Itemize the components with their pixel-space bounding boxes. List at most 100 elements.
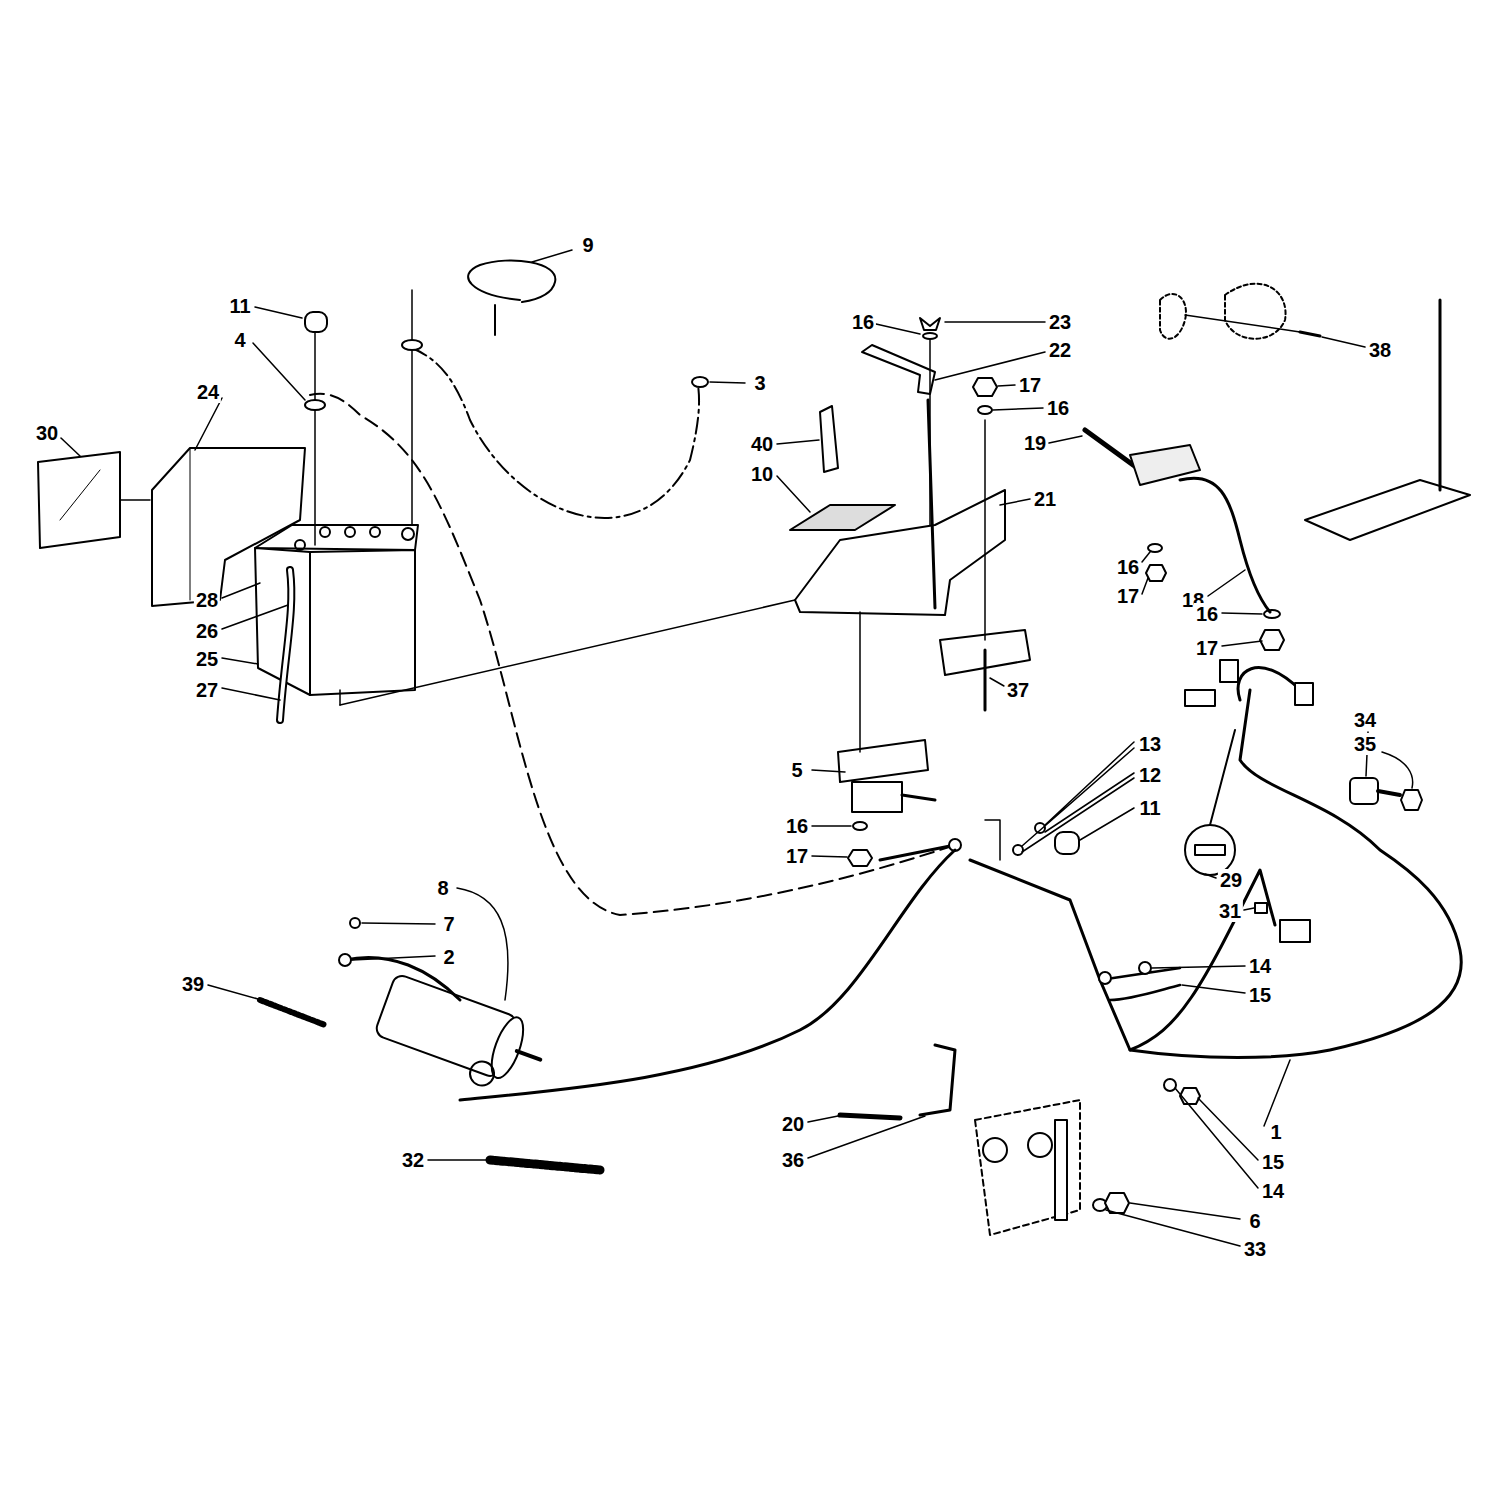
nut: [1260, 630, 1284, 650]
callout-number: 7: [441, 913, 456, 935]
detail-line: [1210, 730, 1235, 825]
callout-number: 26: [194, 620, 220, 642]
ground-cable: [412, 348, 699, 518]
callout-number: 2: [441, 946, 456, 968]
callout-number: 3: [752, 372, 767, 394]
assembly-line: [340, 600, 795, 705]
washer: [1164, 1079, 1176, 1091]
nut: [973, 378, 997, 396]
wire-bracket: [920, 1045, 955, 1115]
harness-lead: [1238, 668, 1300, 700]
vent-tube-core: [280, 570, 291, 720]
sleeve: [260, 1000, 325, 1025]
callout-number: 11: [1137, 797, 1162, 819]
cable-eye: [339, 954, 351, 966]
stud: [902, 795, 935, 800]
nut: [1401, 790, 1422, 810]
callout-number: 21: [1032, 488, 1058, 510]
callout-number: 15: [1260, 1151, 1286, 1173]
washer: [978, 406, 992, 414]
callout-number: 8: [435, 877, 450, 899]
callout-number: 16: [1045, 397, 1071, 419]
glare: [60, 470, 100, 520]
assembly-line: [411, 290, 413, 525]
assembly-line: [984, 420, 986, 640]
callout-number: 9: [580, 234, 595, 256]
assembly-line: [314, 320, 316, 545]
callout-number: 14: [1260, 1180, 1286, 1202]
callout-number: 40: [749, 433, 775, 455]
callout-number: 13: [1137, 733, 1163, 755]
ring-terminal: [1099, 972, 1111, 984]
cell-cap: [345, 527, 355, 537]
callout-number: 17: [1115, 585, 1141, 607]
detail-circle: [1185, 825, 1235, 875]
callout-number: 17: [1194, 637, 1220, 659]
callout-number: 10: [749, 463, 775, 485]
clamp-screw: [494, 305, 496, 335]
screw-axis: [1185, 315, 1300, 332]
cell-cap: [370, 527, 380, 537]
callout-number: 19: [1022, 432, 1048, 454]
callout-number: 30: [34, 422, 60, 444]
clamp: [468, 260, 555, 302]
starter-cable: [460, 850, 955, 1100]
detail-connector: [1195, 845, 1225, 855]
cover-fold: [190, 448, 191, 600]
bolt: [1085, 430, 1140, 470]
panel-outline: [1225, 284, 1286, 339]
callout-number: 33: [1242, 1238, 1268, 1260]
washer: [1148, 544, 1162, 552]
wiring-harness: [970, 690, 1461, 1058]
callout-number: 37: [1005, 679, 1031, 701]
solenoid: [852, 782, 902, 812]
callout-number: 4: [232, 329, 247, 351]
callout-number: 5: [789, 759, 804, 781]
bolt: [984, 650, 987, 710]
callout-number: 32: [400, 1149, 426, 1171]
assembly-line: [859, 612, 861, 752]
cell-cap: [320, 527, 330, 537]
cable: [880, 845, 955, 860]
terminal: [402, 528, 414, 540]
callout-number: 1: [1268, 1121, 1283, 1143]
callout-number: 17: [784, 845, 810, 867]
callout-number: 16: [784, 815, 810, 837]
washer: [1264, 610, 1280, 618]
leader: [120, 499, 150, 501]
post: [1439, 300, 1442, 490]
nut: [350, 918, 360, 928]
callout-number: 24: [195, 381, 221, 403]
switch-stem: [1378, 791, 1400, 795]
callout-number: 35: [1352, 733, 1378, 755]
terminal: [1255, 903, 1267, 913]
terminal: [295, 540, 305, 550]
callout-number: 11: [227, 295, 252, 317]
plate: [38, 452, 120, 548]
pad: [790, 505, 895, 530]
nut: [1146, 565, 1166, 581]
panel-hole: [983, 1138, 1007, 1162]
hold-down-bar: [862, 345, 935, 394]
harness-lead: [1110, 985, 1180, 1000]
vent-tube: [280, 570, 291, 720]
callout-number: 12: [1137, 764, 1163, 786]
battery-front: [310, 550, 415, 695]
panel-hole: [1028, 1133, 1052, 1157]
callout-number: 28: [194, 589, 220, 611]
callout-number: 16: [850, 311, 876, 333]
wiring-harness: [1130, 870, 1275, 1050]
callout-number: 20: [780, 1113, 806, 1135]
strap: [820, 406, 838, 472]
callout-number: 36: [780, 1149, 806, 1171]
callout-number: 15: [1247, 984, 1273, 1006]
frame-section: [1305, 480, 1470, 540]
callout-number: 31: [1217, 900, 1243, 922]
switch: [1350, 778, 1378, 804]
callout-number: 17: [1017, 374, 1043, 396]
solenoid-plate: [838, 740, 928, 782]
connector: [1220, 660, 1238, 682]
ring-terminal: [1139, 962, 1151, 974]
